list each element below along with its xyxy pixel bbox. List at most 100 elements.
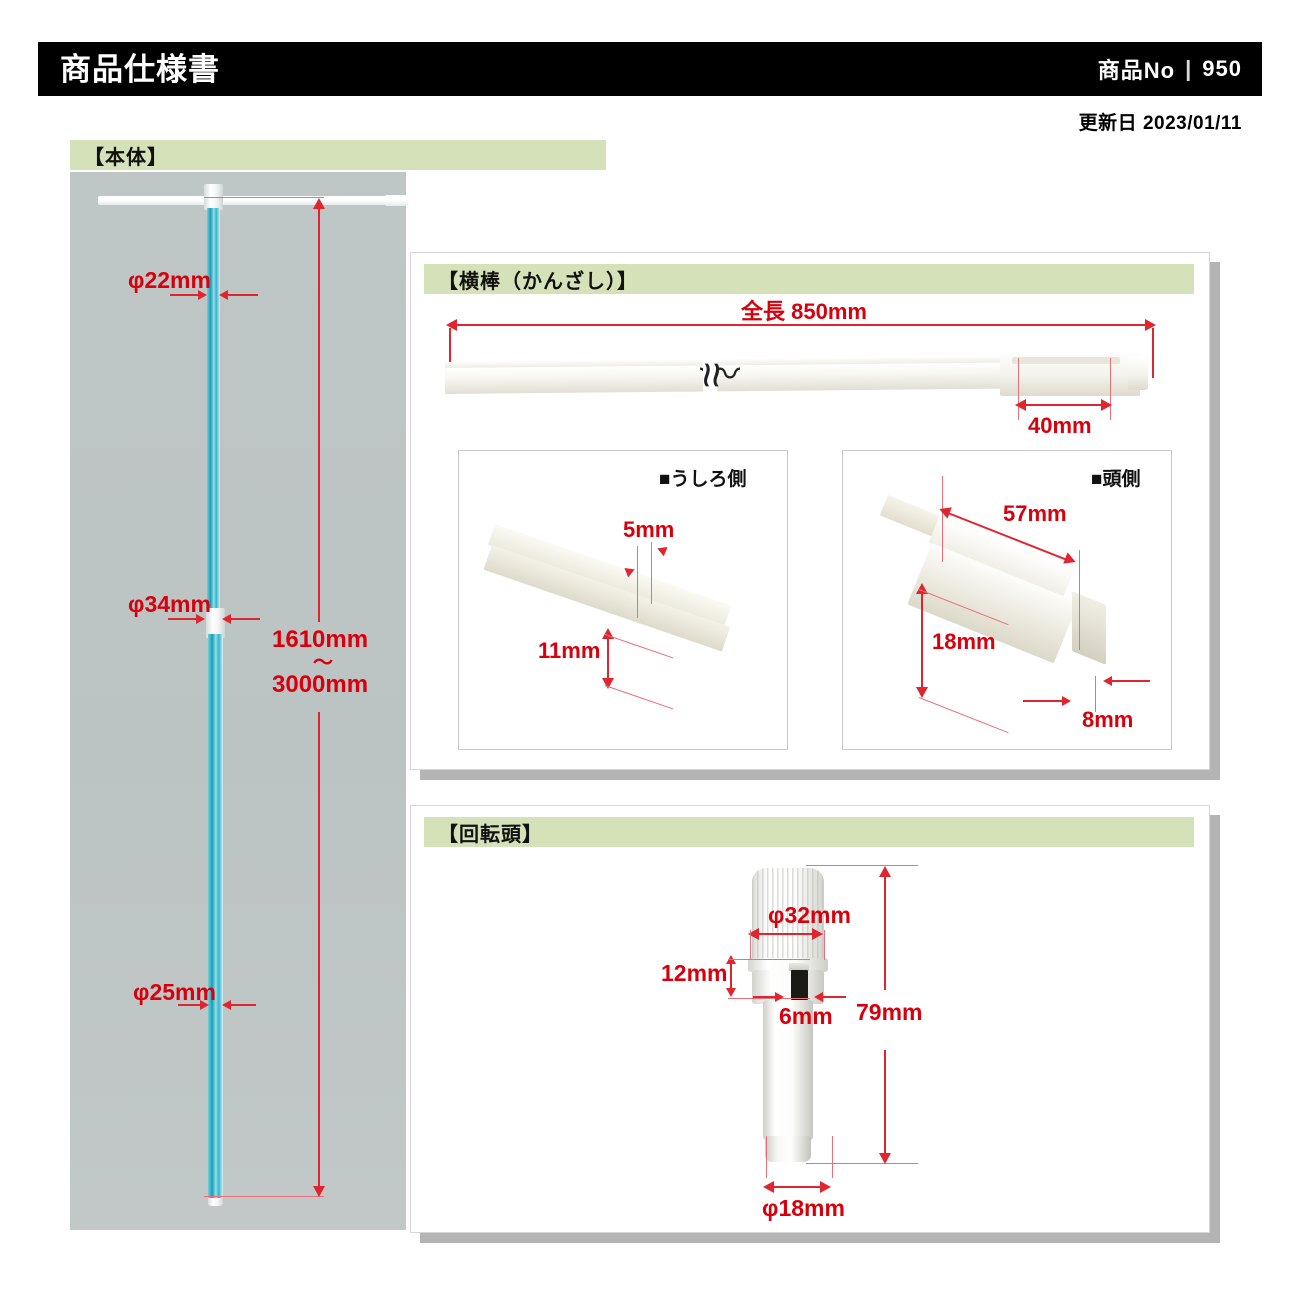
shaft-diameter-ext-left [766, 1136, 767, 1178]
head-length-ext-left [1018, 358, 1019, 420]
dim-head-length: 40mm [1028, 413, 1092, 438]
window-width-arrow-left [814, 992, 823, 1002]
head-18-arrow-down [916, 687, 928, 698]
height-arrow-head-up [313, 198, 325, 209]
body-pole-foot [208, 1198, 223, 1206]
window-width-arrow-right [775, 992, 784, 1002]
head-8-line-left [1023, 700, 1067, 702]
head-length-arrow-right [1101, 399, 1112, 411]
dim-bottom-diameter-line-right [228, 1004, 256, 1006]
head-length-arrow-left [1015, 399, 1026, 411]
window-width-line-left [753, 996, 779, 998]
total-length-ext-right [1152, 328, 1154, 378]
rotating-head-panel-heading-text: 【回転頭】 [438, 823, 543, 846]
rear-thickness-ext-left [637, 546, 638, 618]
body-crossbar-tip [385, 195, 409, 206]
height-arrow-line-upper [318, 208, 320, 622]
body-panel-heading: 【本体】 [70, 140, 606, 170]
body-photo [70, 172, 409, 1230]
total-height-ext-top [806, 865, 918, 866]
dim-head-width: 8mm [1082, 707, 1134, 732]
height-arrow-head-down [313, 1186, 325, 1197]
dim-cap-diameter: φ32mm [768, 902, 851, 928]
rear-thickness-ext-right [651, 542, 652, 604]
head-length-ext-right [1110, 358, 1111, 420]
dim-head-length-57: 57mm [1003, 501, 1067, 526]
body-panel-heading-text: 【本体】 [84, 146, 168, 169]
collar-height-arrow-down [726, 988, 736, 997]
dim-joint-diameter-arrow-right [196, 614, 205, 624]
total-length-arrow-right [1145, 319, 1156, 331]
height-extension-top [204, 197, 324, 198]
cap-diameter-arrow-right [812, 928, 823, 940]
shaft-diameter-arrow-right [820, 1181, 831, 1193]
rotating-head-cap [752, 868, 824, 964]
collar-height-line [730, 962, 732, 992]
window-width-line-right [820, 996, 846, 998]
rotating-head-foot [765, 1136, 811, 1162]
dim-top-diameter: φ22mm [128, 267, 211, 293]
dim-bottom-diameter-arrow-right [200, 1000, 209, 1010]
crossbar-head-slot [1012, 357, 1120, 364]
dim-height-min: 1610mm [272, 626, 369, 653]
dim-joint-diameter-line-left [168, 618, 200, 620]
head-18-arrow-up [916, 583, 928, 594]
product-no-value: 950 [1202, 56, 1242, 81]
page-header: 商品仕様書 商品No | 950 [38, 42, 1262, 96]
rotating-head-window [791, 970, 808, 1000]
rotating-head-shaft [763, 1000, 813, 1140]
body-crossbar [98, 196, 408, 205]
head-8-arrow-right [1062, 696, 1071, 706]
shaft-diameter-line [772, 1186, 826, 1188]
break-cover [703, 358, 717, 396]
product-no-separator: | [1185, 56, 1193, 81]
dim-top-diameter-line-right [228, 294, 258, 296]
head-57-ext-right [1079, 550, 1080, 650]
dim-window-width: 6mm [779, 1003, 833, 1029]
collar-height-ext-top [728, 959, 810, 960]
crossbar-panel-heading: 【横棒（かんざし）】 [424, 264, 1194, 294]
cap-diameter-ext-right [824, 930, 825, 960]
height-arrow-line-lower [318, 712, 320, 1186]
head-8-arrow-left [1103, 676, 1112, 686]
dim-height-wave: 〜 [313, 652, 333, 674]
dim-top-diameter-arrow-left [219, 290, 228, 300]
total-height-line-upper [884, 876, 886, 990]
rotating-head-window-tab [789, 963, 809, 971]
cap-diameter-arrow-left [748, 928, 759, 940]
rear-height-arrow-down [602, 678, 614, 689]
cap-diameter-line [757, 933, 819, 935]
dim-collar-height: 12mm [661, 960, 728, 986]
dim-rear-thickness: 5mm [623, 517, 675, 542]
page-title: 商品仕様書 [60, 51, 220, 87]
product-no-group: 商品No | 950 [1098, 53, 1242, 85]
total-length-ext-left [449, 328, 451, 378]
height-extension-bottom [204, 1196, 324, 1197]
dim-bottom-diameter-arrow-left [222, 1000, 231, 1010]
total-length-line [455, 324, 1147, 326]
dim-joint-diameter-line-right [228, 618, 260, 620]
shaft-diameter-arrow-left [763, 1181, 774, 1193]
total-height-arrow-down [879, 1153, 891, 1164]
collar-height-ext-bottom [728, 998, 810, 999]
total-height-ext-bottom [806, 1163, 918, 1164]
dim-total-height: 79mm [856, 999, 923, 1025]
rotating-head-panel-heading: 【回転頭】 [424, 817, 1194, 847]
dim-height-max: 3000mm [272, 671, 369, 698]
detail-head-label: ■頭側 [1091, 469, 1141, 490]
dim-top-diameter-arrow-right [198, 290, 207, 300]
head-57-ext-left [942, 476, 943, 562]
cap-diameter-ext-left [750, 930, 751, 960]
crossbar-head-tip [1128, 356, 1148, 390]
dim-shaft-diameter: φ18mm [762, 1195, 845, 1221]
dim-joint-diameter-arrow-left [222, 614, 231, 624]
product-no-label: 商品No [1097, 58, 1176, 83]
dim-head-height: 18mm [932, 629, 996, 654]
shaft-diameter-ext-right [832, 1136, 833, 1178]
rear-height-line [607, 637, 609, 683]
total-height-line-lower [884, 1050, 886, 1154]
head-8-line-right [1110, 680, 1150, 682]
dim-total-length: 全長 850mm [741, 299, 867, 324]
break-symbol-glyph: ≈ [686, 362, 739, 388]
